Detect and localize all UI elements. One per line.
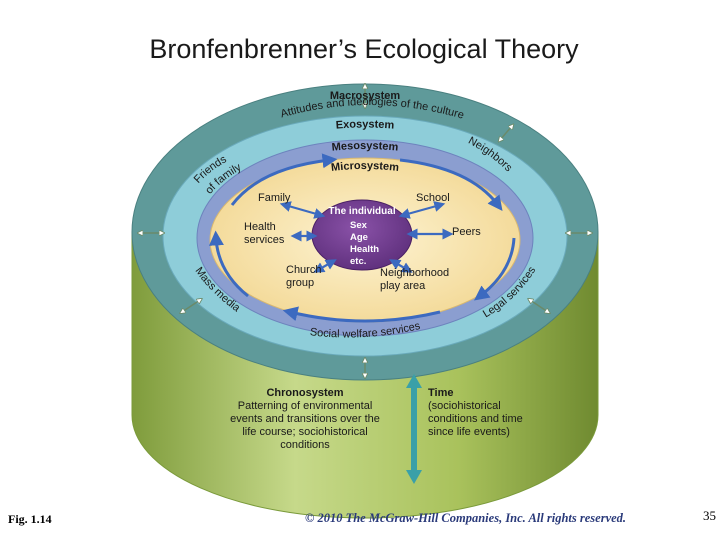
figure-number: Fig. 1.14: [8, 512, 52, 526]
microsystem-label: Microsystem: [330, 160, 399, 174]
chrono-line-1: Patterning of environmental: [238, 400, 373, 412]
ring-arrow-bottom-left: [182, 300, 200, 312]
meso-arrow-top-right: [399, 158, 503, 211]
time-arrow-head-bottom: [406, 470, 422, 484]
ring-arrow-top-right: [500, 126, 512, 140]
page-number: 35: [703, 508, 716, 523]
individual-title: The individual: [328, 206, 395, 217]
svg-text:Microsystem: Microsystem: [330, 160, 399, 174]
svg-text:Mesosystem: Mesosystem: [331, 140, 399, 154]
health-label-1: Health: [244, 221, 276, 233]
meso-arrow-top-left: [230, 153, 338, 206]
church-label-2: group: [286, 277, 314, 289]
meso-arrow-left: [208, 230, 249, 298]
neighborhood-label-1: Neighborhood: [380, 267, 449, 279]
chrono-line-4: conditions: [280, 439, 330, 451]
time-arrow-head-top: [406, 374, 422, 388]
chronosystem-title: Chronosystem: [266, 387, 343, 399]
church-label-1: Church: [286, 264, 321, 276]
time-line-3: since life events): [428, 426, 510, 438]
trait-sex: Sex: [350, 220, 368, 231]
chrono-line-3: life course; sociohistorical: [242, 426, 367, 438]
meso-arrow-bottom: [282, 306, 441, 323]
exosystem-label: Exosystem: [335, 118, 394, 131]
copyright-notice: © 2010 The McGraw-Hill Companies, Inc. A…: [305, 511, 627, 525]
neighborhood-label-2: play area: [380, 280, 426, 292]
spoke-church: [313, 259, 337, 273]
ring-arrow-bottom-right: [530, 300, 548, 312]
spoke-neighborhood: [389, 259, 413, 273]
slide-title: Bronfenbrenner’s Ecological Theory: [149, 34, 579, 64]
peers-label: Peers: [452, 226, 481, 238]
time-line-2: conditions and time: [428, 413, 523, 425]
school-label: School: [416, 192, 450, 204]
mesosystem-label: Mesosystem: [331, 140, 399, 154]
macrosystem-label: Macrosystem: [330, 90, 401, 102]
family-label: Family: [258, 192, 291, 204]
chrono-line-2: events and transitions over the: [230, 413, 380, 425]
health-label-2: services: [244, 234, 285, 246]
trait-age: Age: [350, 232, 368, 243]
spoke-school: [398, 201, 446, 219]
time-line-1: (sociohistorical: [428, 400, 501, 412]
meso-arrow-right: [474, 237, 516, 301]
trait-health: Health: [350, 244, 379, 255]
time-title: Time: [428, 387, 453, 399]
trait-etc: etc.: [350, 256, 366, 267]
svg-text:Exosystem: Exosystem: [335, 118, 394, 131]
spoke-family: [279, 201, 326, 219]
